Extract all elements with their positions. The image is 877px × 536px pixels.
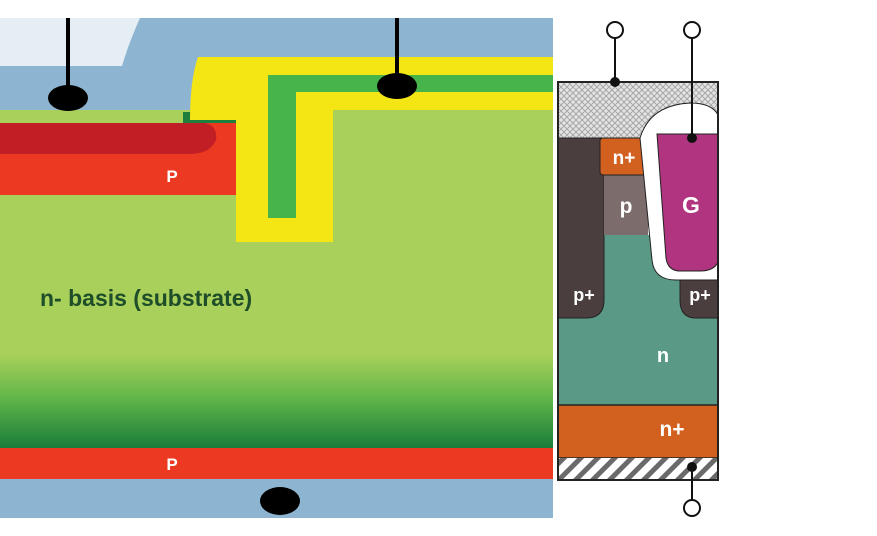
gate-terminal — [683, 21, 701, 39]
n-plus-source-label: n+ — [613, 148, 636, 169]
p-plus-right-region — [679, 269, 719, 319]
left-cross-section: P P n- basis (substrate) — [0, 18, 553, 518]
p-plus-region — [0, 123, 217, 154]
top-p-label: P — [166, 167, 177, 186]
p-plus-right-label: p+ — [689, 285, 711, 305]
collector-contact-dot — [260, 487, 300, 515]
source-terminal — [606, 21, 624, 39]
p-plus-left-region — [557, 137, 605, 319]
p-plus-left-label: p+ — [573, 285, 595, 305]
drain-contact-dot — [687, 462, 697, 472]
trench-gate — [268, 75, 553, 218]
gate-contact-dot — [377, 73, 417, 99]
drain-terminal — [683, 499, 701, 517]
p-body-label: p — [620, 195, 633, 218]
n-plus-drain-region — [557, 404, 719, 459]
bottom-p-label: P — [166, 455, 177, 474]
cell-outline — [557, 81, 719, 481]
substrate-label: n- basis (substrate) — [40, 285, 252, 311]
bottom-p-layer — [0, 448, 553, 479]
gate-region — [656, 133, 719, 272]
right-cross-section: n+ p G p+ p+ n n+ — [557, 21, 719, 517]
source-contact-dot — [610, 77, 620, 87]
drain-metal — [558, 458, 718, 480]
gate-terminal-dot — [687, 133, 697, 143]
gate-label: G — [682, 192, 700, 218]
emitter-contact-dot — [48, 85, 88, 111]
p-body-region — [604, 175, 648, 235]
n-plus-drain-label: n+ — [659, 418, 684, 441]
n-drift-label: n — [657, 345, 669, 367]
